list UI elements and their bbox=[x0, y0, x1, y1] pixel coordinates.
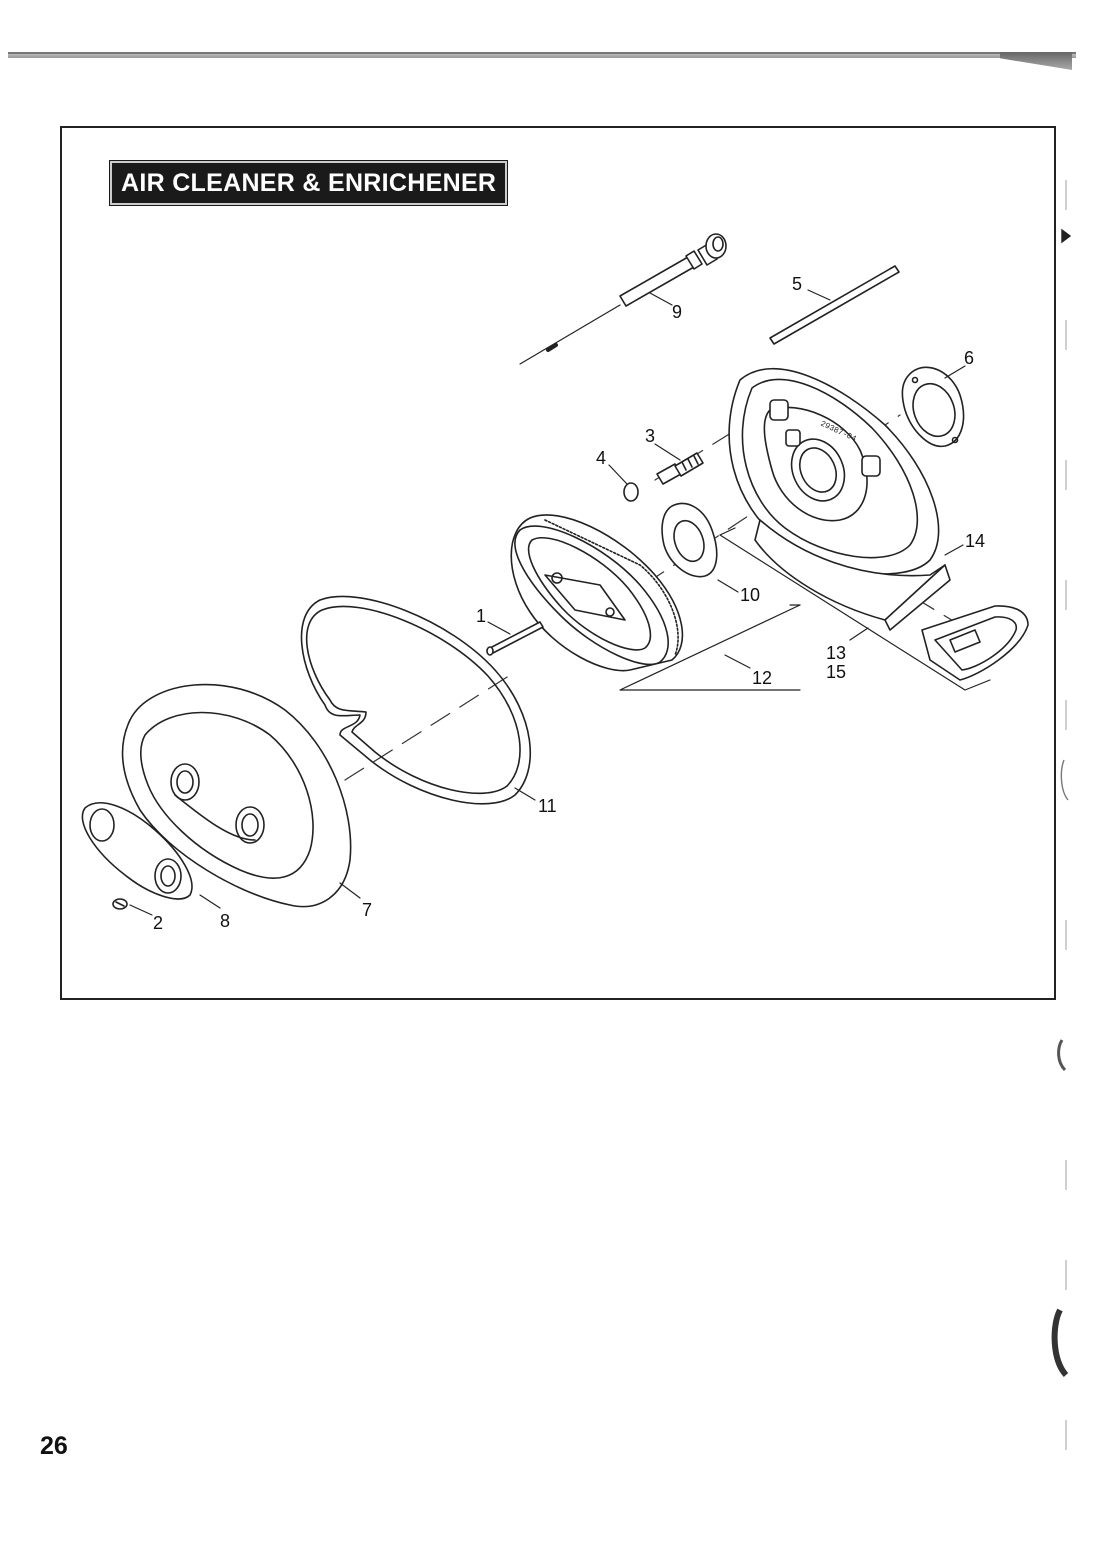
hose-part bbox=[769, 265, 900, 345]
air-cleaner-cover-part bbox=[121, 683, 352, 908]
callout-6: 6 bbox=[964, 348, 974, 368]
callout-10: 10 bbox=[740, 585, 760, 605]
backplate-part: 29387-04 bbox=[728, 368, 951, 631]
diagram-title: AIR CLEANER & ENRICHENER bbox=[108, 160, 509, 206]
o-ring-part bbox=[623, 482, 639, 502]
callout-8: 8 bbox=[220, 911, 230, 931]
binding-mark-bottom bbox=[1051, 1308, 1069, 1378]
trim-plate-part bbox=[81, 802, 193, 900]
callout-numbers: 1 2 3 4 5 6 7 8 9 10 11 12 13 14 15 bbox=[153, 274, 985, 933]
binding-mark-mid bbox=[1060, 759, 1069, 801]
callout-2: 2 bbox=[153, 913, 163, 933]
cover-seal-part bbox=[300, 595, 532, 805]
cover-screw-part bbox=[112, 898, 128, 910]
page-number: 26 bbox=[40, 1432, 68, 1460]
binding-mark-top bbox=[1061, 228, 1072, 244]
diagram-title-text: AIR CLEANER & ENRICHENER bbox=[121, 168, 497, 197]
filter-screw-part bbox=[486, 621, 544, 656]
diagram-frame bbox=[60, 126, 1056, 1000]
binding-mark-lower bbox=[1057, 1039, 1067, 1072]
binding-edge-marks bbox=[1051, 180, 1072, 1450]
callout-13: 13 bbox=[826, 643, 846, 663]
callout-14: 14 bbox=[965, 531, 985, 551]
callout-leaders bbox=[129, 289, 991, 916]
bolt-part bbox=[656, 452, 704, 485]
callout-12: 12 bbox=[752, 668, 772, 688]
filter-gasket-part bbox=[661, 502, 718, 578]
callout-15: 15 bbox=[826, 662, 846, 682]
callout-11: 11 bbox=[538, 796, 557, 816]
callout-4: 4 bbox=[596, 448, 606, 468]
callout-1: 1 bbox=[476, 606, 486, 626]
callout-9: 9 bbox=[672, 302, 682, 322]
backplate-gasket-part bbox=[901, 366, 965, 448]
callout-3: 3 bbox=[645, 426, 655, 446]
enrichener-cable-part bbox=[519, 233, 727, 365]
filter-element-part bbox=[510, 514, 684, 672]
callout-5: 5 bbox=[792, 274, 802, 294]
breather-part bbox=[921, 605, 1029, 681]
top-rule bbox=[8, 52, 1076, 58]
callout-7: 7 bbox=[362, 900, 372, 920]
